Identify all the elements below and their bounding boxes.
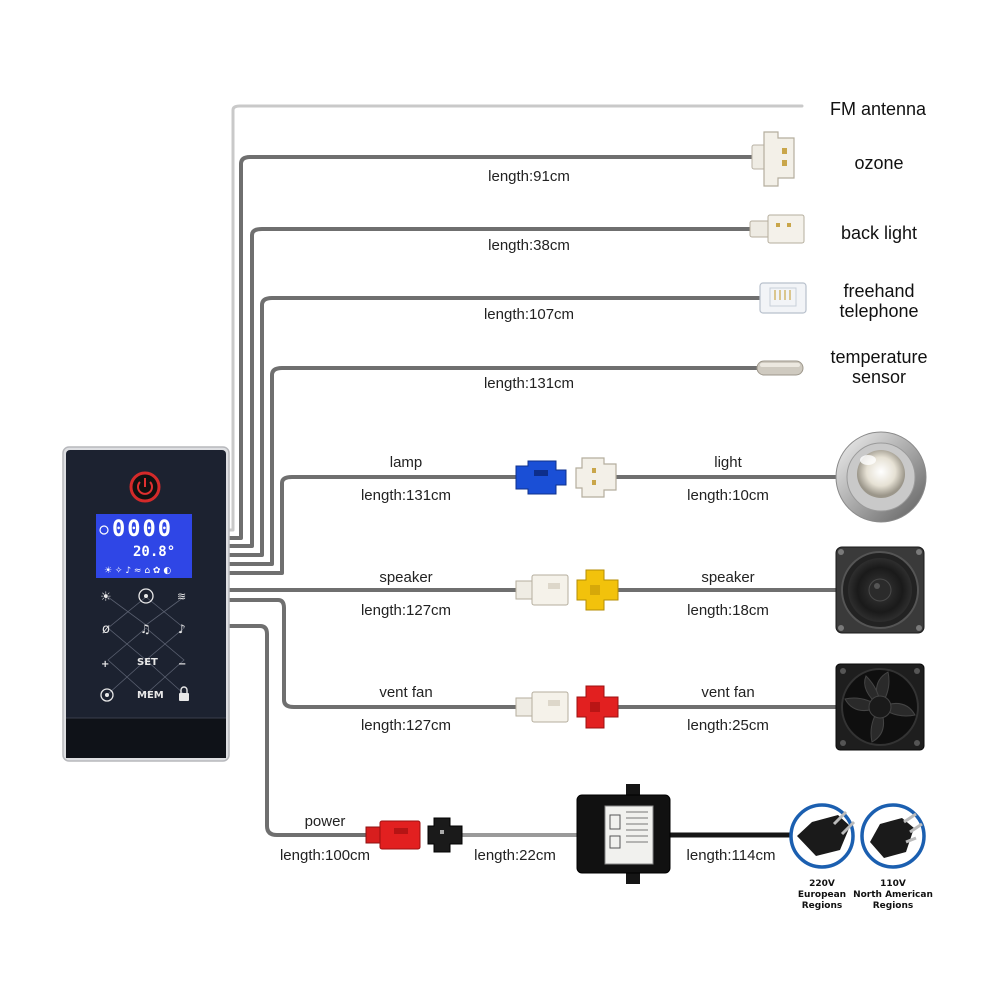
speaker-length-b: length:18cm <box>687 602 769 619</box>
back-light-label: back light <box>841 223 917 243</box>
lcd-temperature: 20.8° <box>133 544 175 560</box>
keypad: ☀ ≋ ø ♫ ♪ + SET − MEM <box>100 588 189 702</box>
cable-power <box>227 624 370 837</box>
back-light-length: length:38cm <box>488 237 570 254</box>
sensor-length: length:131cm <box>484 375 574 392</box>
fan-name-a: vent fan <box>379 684 432 701</box>
adapter-in-length: length:22cm <box>474 847 556 864</box>
radio-key-icon[interactable]: ♫ <box>140 622 151 636</box>
light-name: light <box>714 454 742 471</box>
lcd-status-icons: ☀ ✧ ♪ ≈ ⌂ ✿ ◐ <box>104 566 171 576</box>
aroma-key-icon[interactable]: ø <box>102 622 110 637</box>
power-adapter-icon <box>576 784 671 884</box>
na-voltage: 110V <box>880 879 906 889</box>
mem-key[interactable]: MEM <box>137 690 164 701</box>
blue-connector-icon <box>515 460 567 495</box>
timer-key-icon[interactable] <box>100 688 114 702</box>
adapter-label-lines <box>626 811 648 843</box>
steam-key-icon[interactable]: ≋ <box>177 590 186 603</box>
cable-lamp <box>227 475 519 575</box>
na-plug-icon <box>860 803 926 869</box>
temperature-probe-icon <box>756 360 804 376</box>
power-button[interactable] <box>129 471 161 503</box>
lamp-name: lamp <box>390 454 423 471</box>
ozone-length: length:91cm <box>488 168 570 185</box>
telephone-length: length:107cm <box>484 306 574 323</box>
lamp-length: length:131cm <box>361 487 451 504</box>
power-name: power <box>305 813 346 830</box>
cable-ozone <box>227 155 754 540</box>
bell-key-icon[interactable]: ♪ <box>178 622 186 636</box>
light-key-icon[interactable]: ☀ <box>100 590 112 605</box>
sensor-label-line2: sensor <box>852 367 906 387</box>
set-key[interactable]: SET <box>137 657 158 668</box>
fan-length-a: length:127cm <box>361 717 451 734</box>
fan-name-b: vent fan <box>701 684 754 701</box>
lcd-time: 0000 <box>112 517 173 542</box>
white-connector-icon <box>575 457 617 498</box>
red-power-connector-icon <box>365 820 421 850</box>
red-connector-icon <box>576 685 619 729</box>
cable-telephone <box>227 296 767 557</box>
control-panel: 0000 20.8° ☀ ✧ ♪ ≈ ⌂ ✿ ◐ ☀ ≋ ø ♫ ♪ + SET… <box>62 446 230 762</box>
cable-fm-antenna <box>227 104 804 532</box>
ceiling-lamp-icon <box>835 431 927 523</box>
back-light-connector-icon <box>749 214 805 244</box>
cables <box>227 104 840 838</box>
cable-sensor <box>227 366 759 566</box>
telephone-rj-connector-icon <box>759 282 807 314</box>
clock-icon <box>99 525 109 535</box>
lock-key-icon[interactable] <box>179 686 189 701</box>
yellow-connector-icon <box>576 569 619 611</box>
eu-plug-icon <box>789 803 856 869</box>
speaker-name-a: speaker <box>379 569 432 586</box>
minus-key[interactable]: − <box>178 659 186 670</box>
fm-antenna-label: FM antenna <box>830 99 927 119</box>
speaker-name-b: speaker <box>701 569 754 586</box>
lcd-display: 0000 20.8° ☀ ✧ ♪ ≈ ⌂ ✿ ◐ <box>96 514 192 578</box>
power-length: length:100cm <box>280 847 370 864</box>
eu-region-line1: European <box>798 890 846 900</box>
cable-vent-fan <box>227 598 518 709</box>
telephone-label-line2: telephone <box>839 301 918 321</box>
sensor-label-line1: temperature <box>830 347 927 367</box>
ozone-connector-icon <box>751 131 795 187</box>
telephone-label-line1: freehand <box>843 281 914 301</box>
ozone-label: ozone <box>854 153 903 173</box>
fan-key-icon[interactable] <box>138 588 154 604</box>
white-speaker-connector-icon <box>515 574 569 606</box>
adapter-out-length: length:114cm <box>687 847 776 864</box>
plus-key[interactable]: + <box>101 659 109 670</box>
speaker-length-a: length:127cm <box>361 602 451 619</box>
eu-region-line2: Regions <box>802 901 843 911</box>
na-region-line2: Regions <box>873 901 914 911</box>
cable-back-light <box>227 227 754 548</box>
white-fan-connector-icon <box>515 691 569 723</box>
vent-fan-icon <box>835 663 925 751</box>
eu-voltage: 220V <box>809 879 835 889</box>
na-region-line1: North American <box>853 890 933 900</box>
black-power-connector-icon <box>427 817 463 853</box>
light-length: length:10cm <box>687 487 769 504</box>
keypad-grid <box>107 596 185 695</box>
fan-length-b: length:25cm <box>687 717 769 734</box>
speaker-icon <box>835 546 925 634</box>
